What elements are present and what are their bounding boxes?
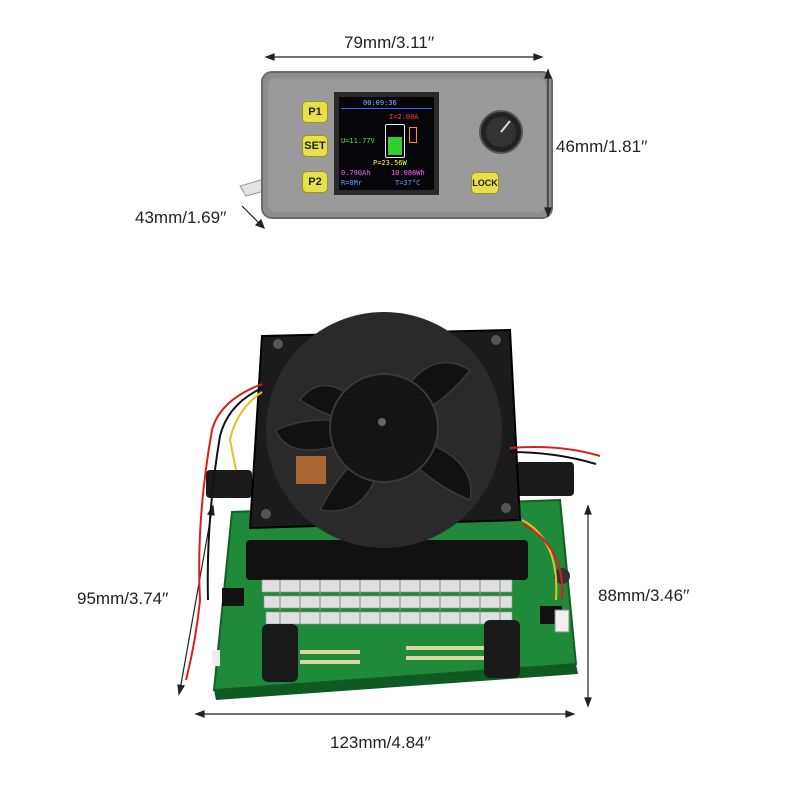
dimension-arrows bbox=[177, 53, 592, 718]
display-temperature: T=37°C bbox=[395, 179, 421, 187]
panel-depth-label: 43mm/1.69′′ bbox=[135, 208, 227, 227]
display-time: 00:09:36 bbox=[363, 99, 397, 107]
board-height-left-label: 95mm/3.74′′ bbox=[77, 589, 169, 608]
set-button[interactable]: SET bbox=[302, 135, 328, 157]
board-width-label: 123mm/4.84′′ bbox=[330, 733, 431, 752]
p1-button[interactable]: P1 bbox=[302, 101, 328, 123]
cooling-fan bbox=[248, 312, 522, 548]
p2-button[interactable]: P2 bbox=[302, 171, 328, 193]
board-height-right-label: 88mm/3.46′′ bbox=[598, 586, 690, 605]
display-voltage: U=11.77V bbox=[341, 137, 375, 145]
panel-width-label: 79mm/3.11′′ bbox=[344, 33, 435, 52]
resistor-icon bbox=[409, 127, 417, 143]
wires bbox=[185, 383, 601, 681]
lock-button[interactable]: LOCK bbox=[471, 172, 499, 194]
display-capacity: 0.790Ah bbox=[341, 169, 371, 177]
battery-icon bbox=[385, 124, 405, 158]
display-power: P=23.56W bbox=[373, 159, 407, 167]
lcd-display: 00:09:36 I=2.00A U=11.77V P=23.56W 0.790… bbox=[339, 97, 434, 190]
electronic-load-board bbox=[185, 312, 601, 700]
display-current: I=2.00A bbox=[389, 113, 419, 121]
panel-height-label: 46mm/1.81′′ bbox=[556, 137, 648, 156]
display-divider bbox=[341, 108, 432, 109]
display-energy: 10.086Wh bbox=[391, 169, 425, 177]
display-resistance: R=0Mr bbox=[341, 179, 363, 187]
heatsink-fins bbox=[261, 579, 513, 625]
